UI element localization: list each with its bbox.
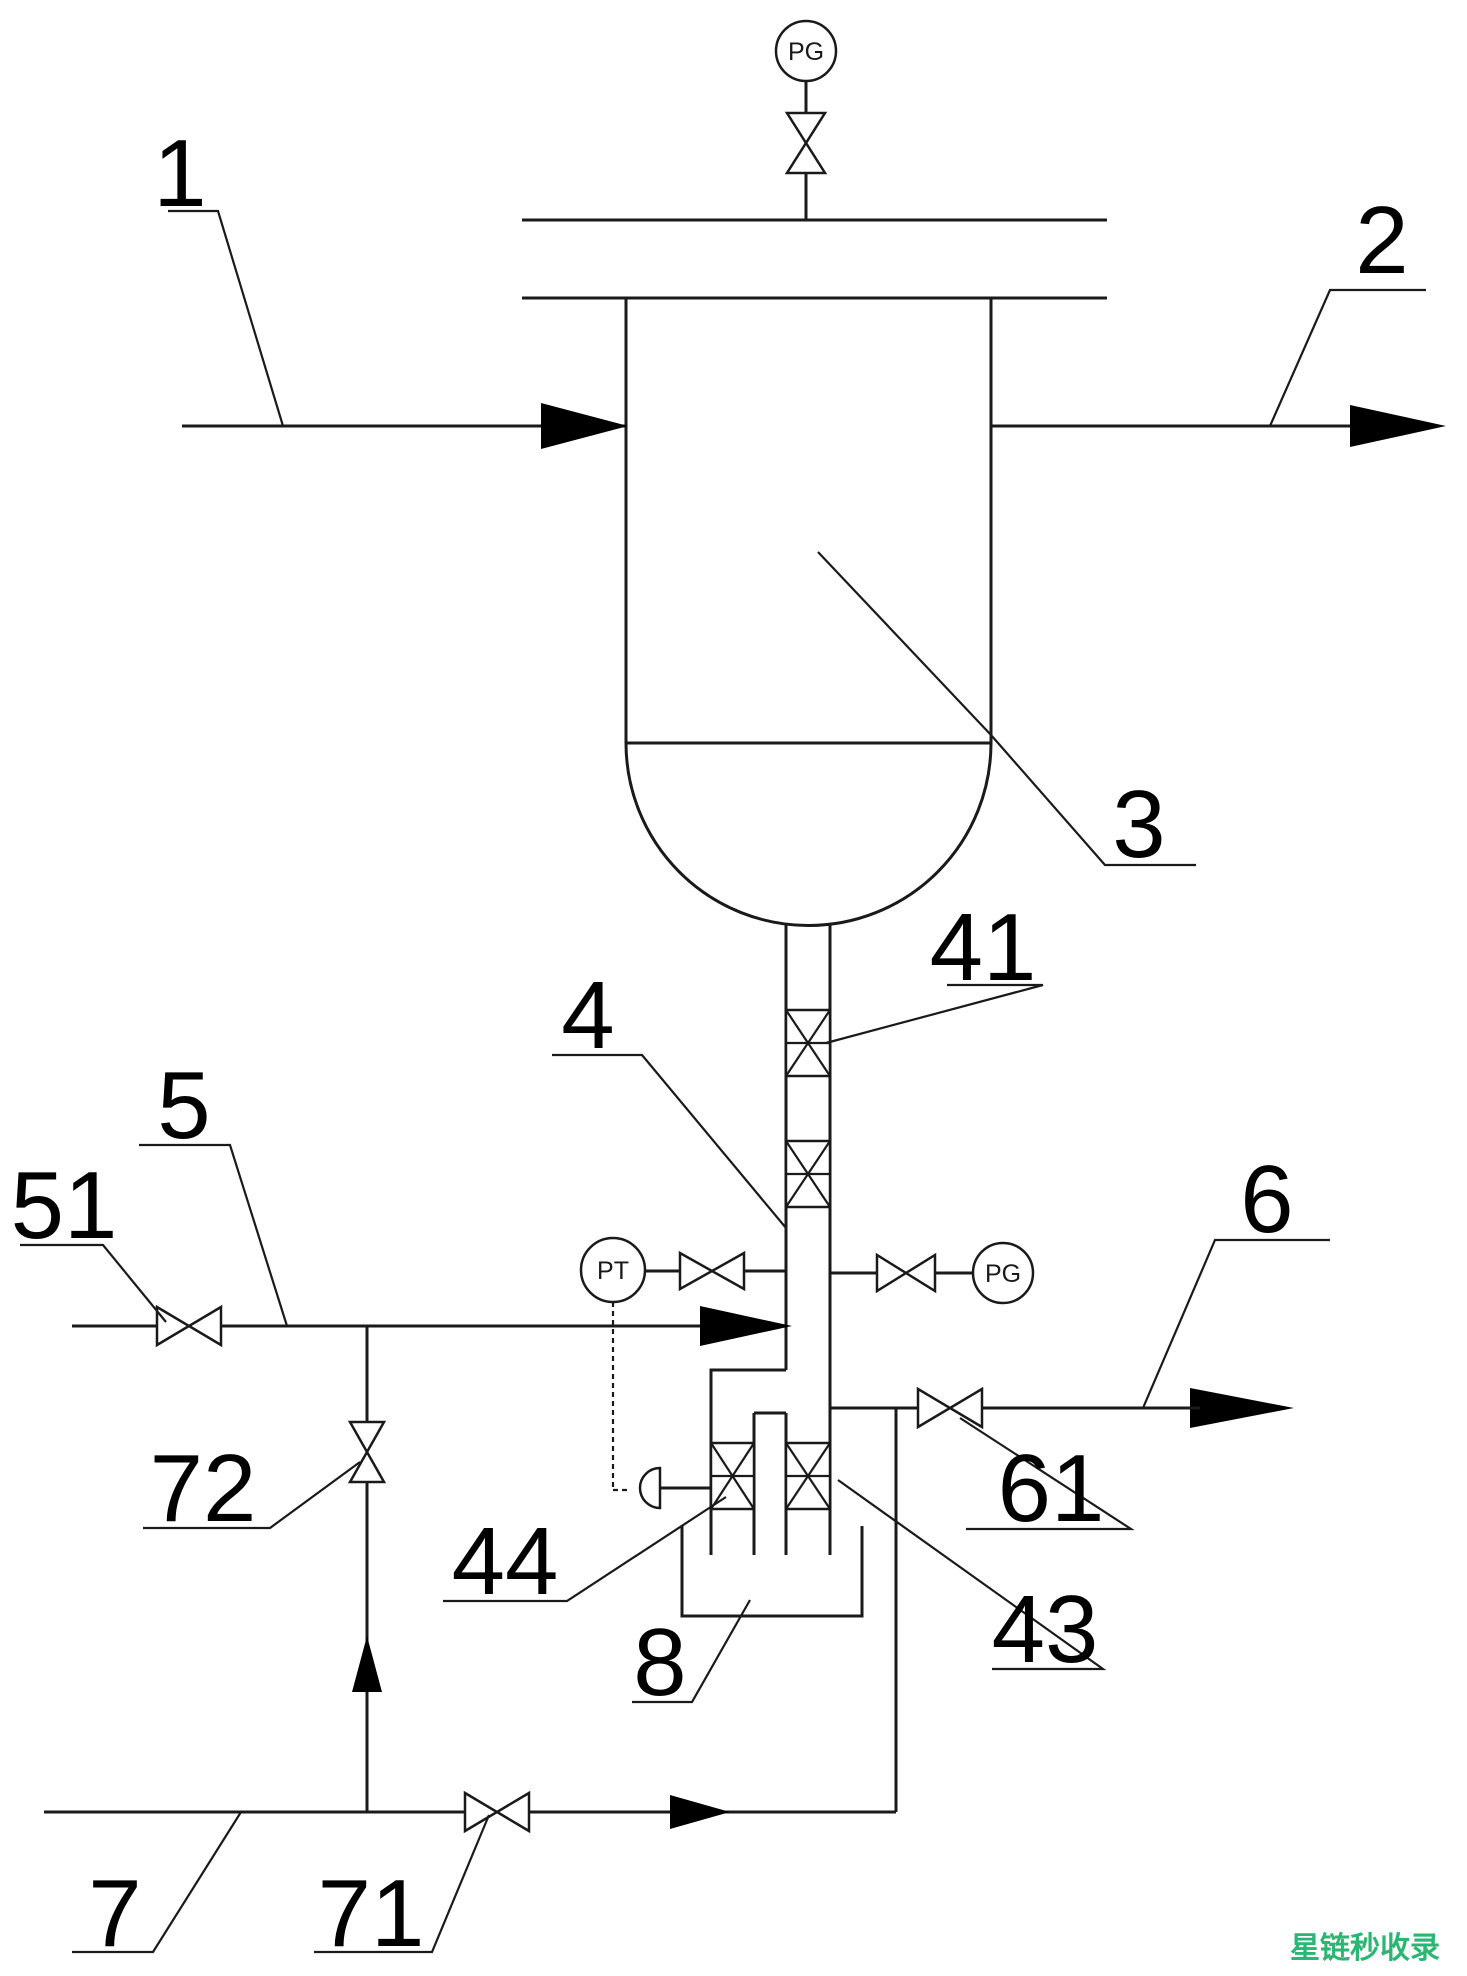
- valve-71-icon: [463, 1790, 500, 1834]
- top-pressure-gauge-assembly: PG: [774, 19, 838, 220]
- label-61: 61: [998, 1435, 1105, 1542]
- valve-51-icon: [155, 1304, 192, 1348]
- pressure-transmitter-label: PT: [597, 1257, 629, 1285]
- label-72: 72: [150, 1435, 257, 1542]
- label-3: 3: [1112, 771, 1165, 878]
- collection-tank-8: [680, 1526, 864, 1618]
- label-5: 5: [157, 1052, 210, 1159]
- label-1: 1: [153, 120, 206, 227]
- pressure-transmitter-assembly: PT: [579, 1236, 786, 1492]
- label-6: 6: [1240, 1146, 1293, 1253]
- top-pressure-gauge-label: PG: [788, 38, 824, 66]
- watermark: 星链秒收录: [1290, 1931, 1440, 1966]
- outlet-arrow-icon: [1350, 405, 1446, 447]
- top-gauge-valve-icon: [784, 111, 828, 146]
- pg-side-valve-icon: [875, 1252, 909, 1294]
- valve-72-icon: [347, 1420, 387, 1455]
- valve-61-icon: [916, 1386, 953, 1430]
- bypass-pipe-44: [638, 1368, 832, 1555]
- part-labels: 1 2 3 41 4 5 51 6 61 72 44 43 8 7 71: [11, 120, 1409, 1967]
- line-6: [830, 1386, 1294, 1430]
- label-71: 71: [318, 1860, 425, 1967]
- label-51: 51: [11, 1152, 118, 1259]
- label-2: 2: [1355, 187, 1408, 294]
- label-8: 8: [633, 1609, 686, 1716]
- leader-lines: [20, 209, 1426, 1954]
- line-7-branch-arrow-icon: [352, 1636, 382, 1692]
- line-7: [44, 1326, 898, 1834]
- line-5-arrow-icon: [700, 1306, 792, 1346]
- side-pressure-gauge: [971, 1241, 1035, 1305]
- inlet-arrow-icon: [541, 403, 628, 449]
- drain-pipe-4: [784, 925, 832, 1400]
- valve-44-actuator-icon: [638, 1466, 662, 1510]
- label-4: 4: [561, 962, 614, 1069]
- pt-valve-icon: [678, 1250, 715, 1292]
- label-43: 43: [992, 1576, 1099, 1683]
- label-44: 44: [452, 1508, 559, 1615]
- inlet-line-1: [182, 403, 628, 449]
- line-6-arrow-icon: [1190, 1388, 1294, 1428]
- line-7-arrow-icon: [670, 1795, 730, 1829]
- outlet-line-2: [991, 405, 1446, 447]
- label-41: 41: [930, 894, 1037, 1001]
- vessel-internal-diagonal: [817, 551, 992, 736]
- vessel: [522, 218, 1107, 927]
- label-7: 7: [88, 1860, 141, 1967]
- side-pressure-gauge-label: PG: [985, 1260, 1021, 1288]
- line-5: [72, 1304, 792, 1348]
- vessel-bottom-head: [624, 742, 993, 927]
- side-pressure-gauge-assembly: PG: [830, 1241, 1035, 1305]
